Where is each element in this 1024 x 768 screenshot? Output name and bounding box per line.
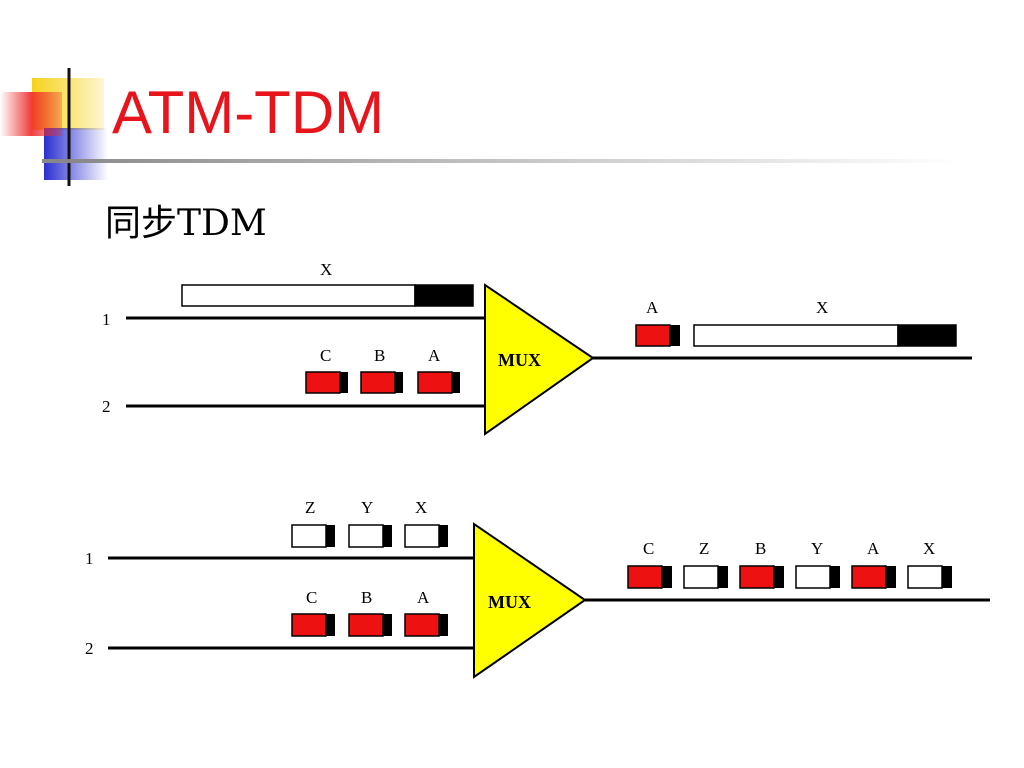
cell-white (348, 524, 392, 548)
long-cell (693, 324, 957, 347)
cell-red (635, 324, 680, 347)
cell-label: X (415, 498, 427, 517)
cell-label: A (428, 346, 441, 365)
deco-blue-square (44, 128, 108, 180)
cell-label: Z (305, 498, 315, 517)
line-label-2: 2 (85, 639, 94, 658)
cell-red (348, 613, 392, 637)
cell-label: B (374, 346, 385, 365)
slide-title: ATM-TDM (112, 79, 385, 146)
cell-white (291, 524, 335, 548)
cell-label: B (361, 588, 372, 607)
cell-red (851, 565, 896, 589)
title-underline (42, 159, 962, 163)
cell-label: C (306, 588, 317, 607)
diagram-2: 1 2 MUX Z Y X C B A (85, 498, 990, 679)
cell-red (404, 613, 448, 637)
line-label-1: 1 (102, 310, 111, 329)
line-label-2: 2 (102, 397, 111, 416)
cell-red (305, 371, 348, 394)
deco-red-bar (0, 92, 62, 136)
cell-label: X (816, 298, 828, 317)
cell-red (417, 371, 460, 394)
mux-label: MUX (488, 592, 531, 612)
cell-label: A (867, 539, 880, 558)
mux-triangle (484, 283, 595, 436)
cell-label: X (320, 260, 332, 279)
cell-red (360, 371, 403, 394)
cell-white (795, 565, 840, 589)
cell-label: C (643, 539, 654, 558)
cell-label: A (417, 588, 430, 607)
slide-subtitle: 同步TDM (105, 203, 267, 244)
mux-label: MUX (498, 350, 541, 370)
line-label-1: 1 (85, 549, 94, 568)
cell-label: C (320, 346, 331, 365)
cell-label: Z (699, 539, 709, 558)
mux-triangle (473, 522, 587, 679)
cell-label: Y (811, 539, 823, 558)
title-decoration (0, 68, 962, 186)
cell-white (907, 565, 952, 589)
long-cell (181, 284, 474, 307)
cell-red (627, 565, 672, 589)
cell-label: A (646, 298, 659, 317)
cell-label: B (755, 539, 766, 558)
cell-label: X (923, 539, 935, 558)
cell-white (404, 524, 448, 548)
cell-label: Y (361, 498, 373, 517)
cell-red (739, 565, 784, 589)
cell-red (291, 613, 335, 637)
diagram-1: 1 2 MUX X C B A (102, 260, 972, 436)
cell-white (683, 565, 728, 589)
